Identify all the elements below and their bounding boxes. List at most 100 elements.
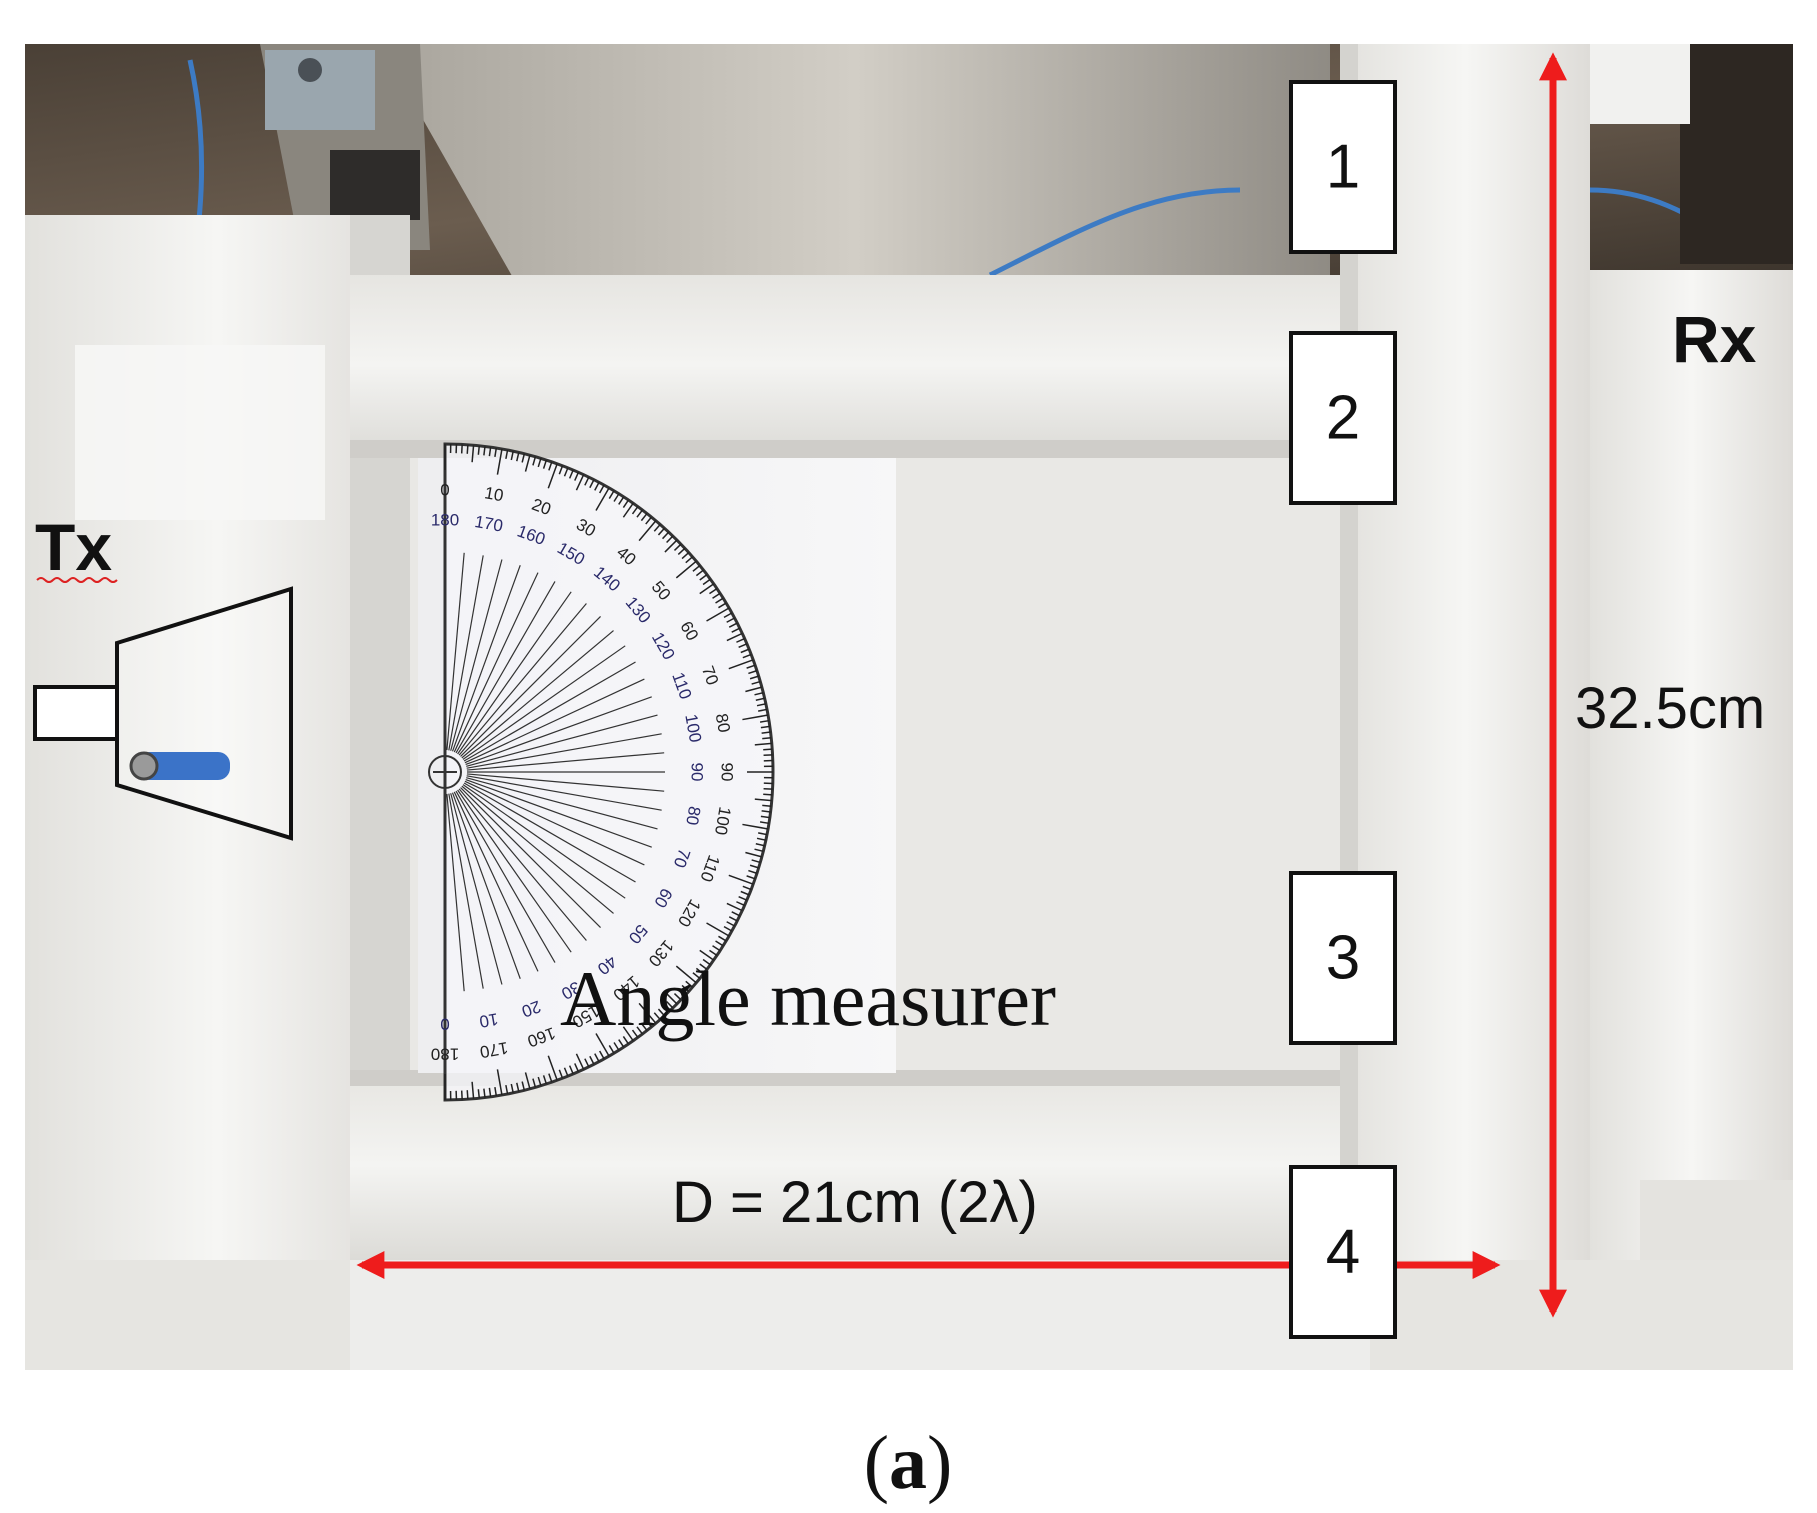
protractor-outer-label: 100: [711, 805, 735, 836]
protractor-ray: [451, 565, 521, 752]
position-box-3: 3: [1289, 871, 1397, 1045]
protractor-tick: [677, 989, 686, 997]
protractor-tick: [742, 714, 769, 721]
protractor-tick: [761, 731, 771, 734]
protractor-tick: [675, 560, 697, 579]
protractor-tick: [631, 1029, 639, 1038]
protractor-tick: [488, 447, 492, 457]
protractor-tick: [595, 487, 610, 511]
protractor-tick: [662, 531, 670, 540]
protractor-tick: [745, 686, 763, 693]
protractor-tick: [712, 592, 721, 599]
protractor-tick: [618, 1039, 625, 1048]
protractor-tick: [510, 1083, 514, 1093]
protractor-tick: [745, 851, 763, 858]
protractor-tick: [521, 453, 526, 463]
protractor-tick: [736, 637, 745, 643]
protractor-ray: [457, 591, 572, 755]
protractor-ray: [458, 788, 587, 941]
protractor-tick: [699, 574, 708, 581]
protractor-ray: [461, 785, 614, 914]
protractor-inner-label: 180: [431, 511, 459, 530]
protractor-ray: [465, 696, 652, 766]
protractor-tick: [505, 1084, 509, 1095]
protractor-tick: [726, 617, 735, 623]
protractor-tick: [715, 940, 724, 947]
protractor-tick: [537, 458, 542, 468]
protractor-tick: [675, 965, 697, 984]
protractor-tick: [653, 1012, 661, 1021]
protractor-inner-label: 80: [682, 805, 704, 827]
protractor-tick: [673, 543, 682, 551]
protractor-tick: [759, 719, 770, 723]
protractor-tick: [751, 859, 761, 864]
protractor-tick: [699, 583, 715, 595]
protractor-tick: [718, 602, 727, 609]
protractor-inner-label: 170: [473, 512, 504, 536]
protractor-tick: [748, 869, 758, 875]
protractor-tick: [685, 556, 694, 564]
protractor-ray: [453, 572, 539, 753]
protractor-ray: [458, 603, 587, 756]
protractor-tick: [756, 703, 766, 707]
protractor-tick: [763, 748, 773, 751]
position-box-4: 4: [1289, 1165, 1397, 1339]
protractor-tick: [746, 664, 756, 669]
protractor-tick: [757, 832, 768, 836]
protractor-ray: [463, 661, 636, 762]
protractor-tick: [718, 935, 727, 942]
position-label-3: 3: [1326, 924, 1360, 993]
protractor-tick: [702, 958, 711, 966]
protractor-tick: [622, 502, 634, 518]
protractor-tick: [471, 1081, 475, 1099]
protractor-ray: [466, 777, 658, 830]
figure-caption: (a): [864, 1421, 953, 1505]
protractor-ray: [466, 752, 665, 771]
protractor-tick: [738, 895, 748, 901]
protractor-tick: [709, 949, 718, 957]
protractor-outer-label: 90: [718, 763, 737, 782]
protractor-tick: [728, 916, 738, 922]
position-label-1: 1: [1326, 133, 1360, 202]
protractor-tick: [657, 527, 666, 536]
tx-horn-antenna: [33, 586, 293, 841]
protractor-ray: [455, 790, 556, 963]
protractor-ray: [451, 792, 521, 979]
protractor-tick: [594, 482, 600, 491]
protractor-tick: [712, 945, 721, 952]
protractor-ray: [463, 782, 636, 883]
protractor-tick: [574, 472, 580, 481]
protractor-tick: [636, 509, 643, 518]
protractor-tick: [756, 837, 766, 841]
protractor-tick: [532, 456, 537, 466]
protractor-tick: [738, 643, 748, 649]
protractor-tick: [547, 463, 558, 489]
angle-measurer-label: Angle measurer: [560, 955, 1056, 1042]
protractor-tick: [613, 493, 620, 502]
protractor-ray: [460, 616, 601, 757]
protractor-tick: [757, 708, 768, 712]
rx-label: Rx: [1672, 302, 1757, 376]
protractor-tick: [681, 984, 690, 993]
protractor-tick: [726, 902, 743, 912]
protractor-ray: [455, 581, 556, 754]
protractor-tick: [692, 972, 701, 979]
protractor-tick: [622, 1036, 630, 1045]
protractor-tick: [762, 736, 772, 740]
protractor-tick: [742, 653, 752, 659]
protractor-tick: [613, 1042, 620, 1051]
protractor-tick: [645, 1019, 652, 1028]
protractor-tick: [699, 949, 715, 961]
protractor-tick: [666, 535, 674, 544]
protractor-tick: [516, 452, 520, 462]
protractor-tick: [681, 551, 690, 560]
protractor-tick: [568, 469, 574, 479]
protractor-tick: [749, 675, 759, 680]
protractor-tick: [558, 1069, 564, 1079]
protractor-tick: [740, 890, 750, 896]
protractor-outer-label: 10: [483, 483, 505, 505]
protractor-tick: [532, 1078, 537, 1088]
protractor-ray: [462, 645, 626, 760]
protractor-ray: [446, 793, 465, 992]
